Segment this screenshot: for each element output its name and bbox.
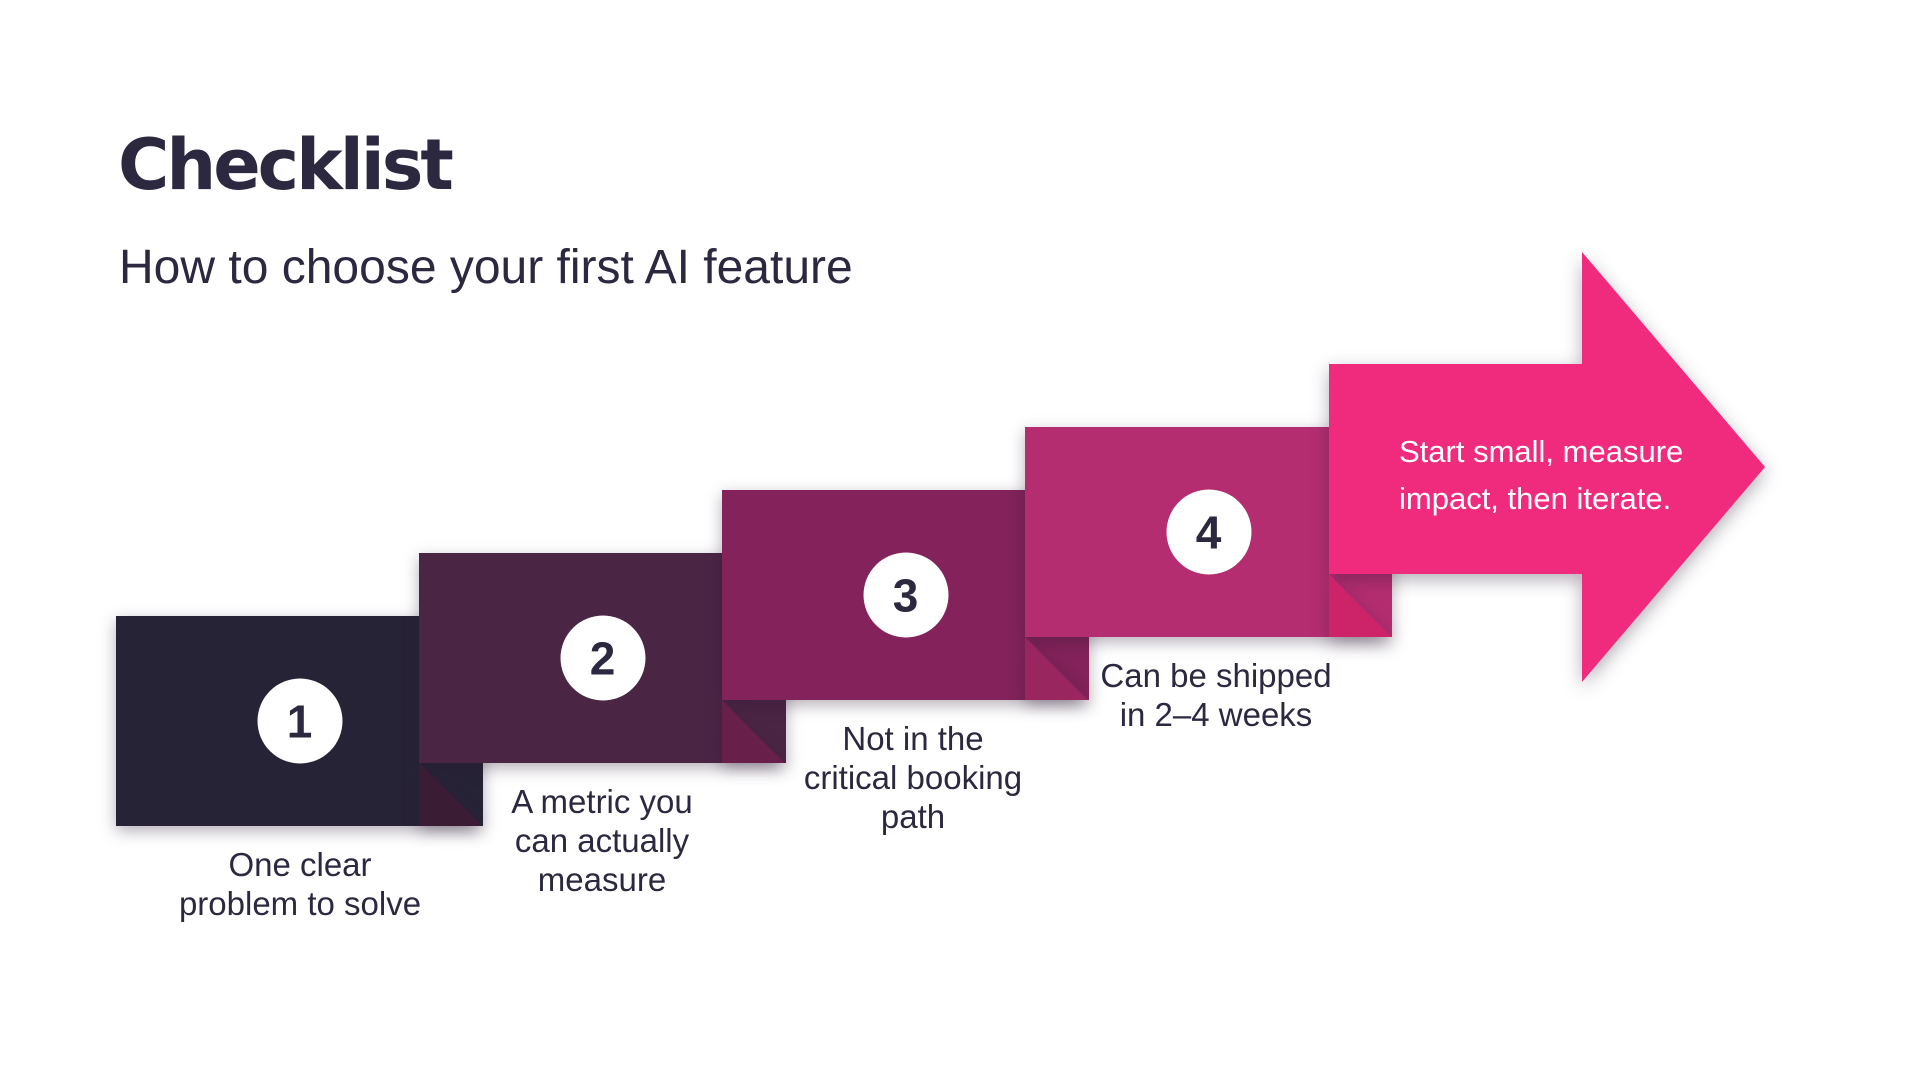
step-number-4: 4	[1195, 506, 1222, 558]
arrow-fold	[1329, 574, 1392, 637]
step-label-2: A metric you can actually measure	[511, 783, 693, 898]
step-number-badge-2: 2	[560, 615, 645, 701]
forward-arrow: Start small, measure impact, then iterat…	[1329, 252, 1765, 682]
step-number-3: 3	[892, 569, 919, 621]
step-number-badge-4: 4	[1166, 489, 1251, 575]
step-label-1: One clear problem to solve	[178, 846, 422, 922]
arrow-caption: Start small, measure impact, then iterat…	[1399, 434, 1684, 516]
step-label-4: Can be shipped in 2–4 weeks	[1100, 657, 1332, 733]
page-subtitle: How to choose your first AI feature	[119, 241, 853, 294]
step-number-1: 1	[286, 695, 313, 747]
step-number-badge-3: 3	[863, 552, 948, 638]
step-number-2: 2	[589, 632, 616, 684]
page-title: Checklist	[118, 124, 454, 206]
step-number-badge-1: 1	[257, 678, 342, 764]
step-label-3: Not in the critical booking path	[803, 720, 1023, 835]
